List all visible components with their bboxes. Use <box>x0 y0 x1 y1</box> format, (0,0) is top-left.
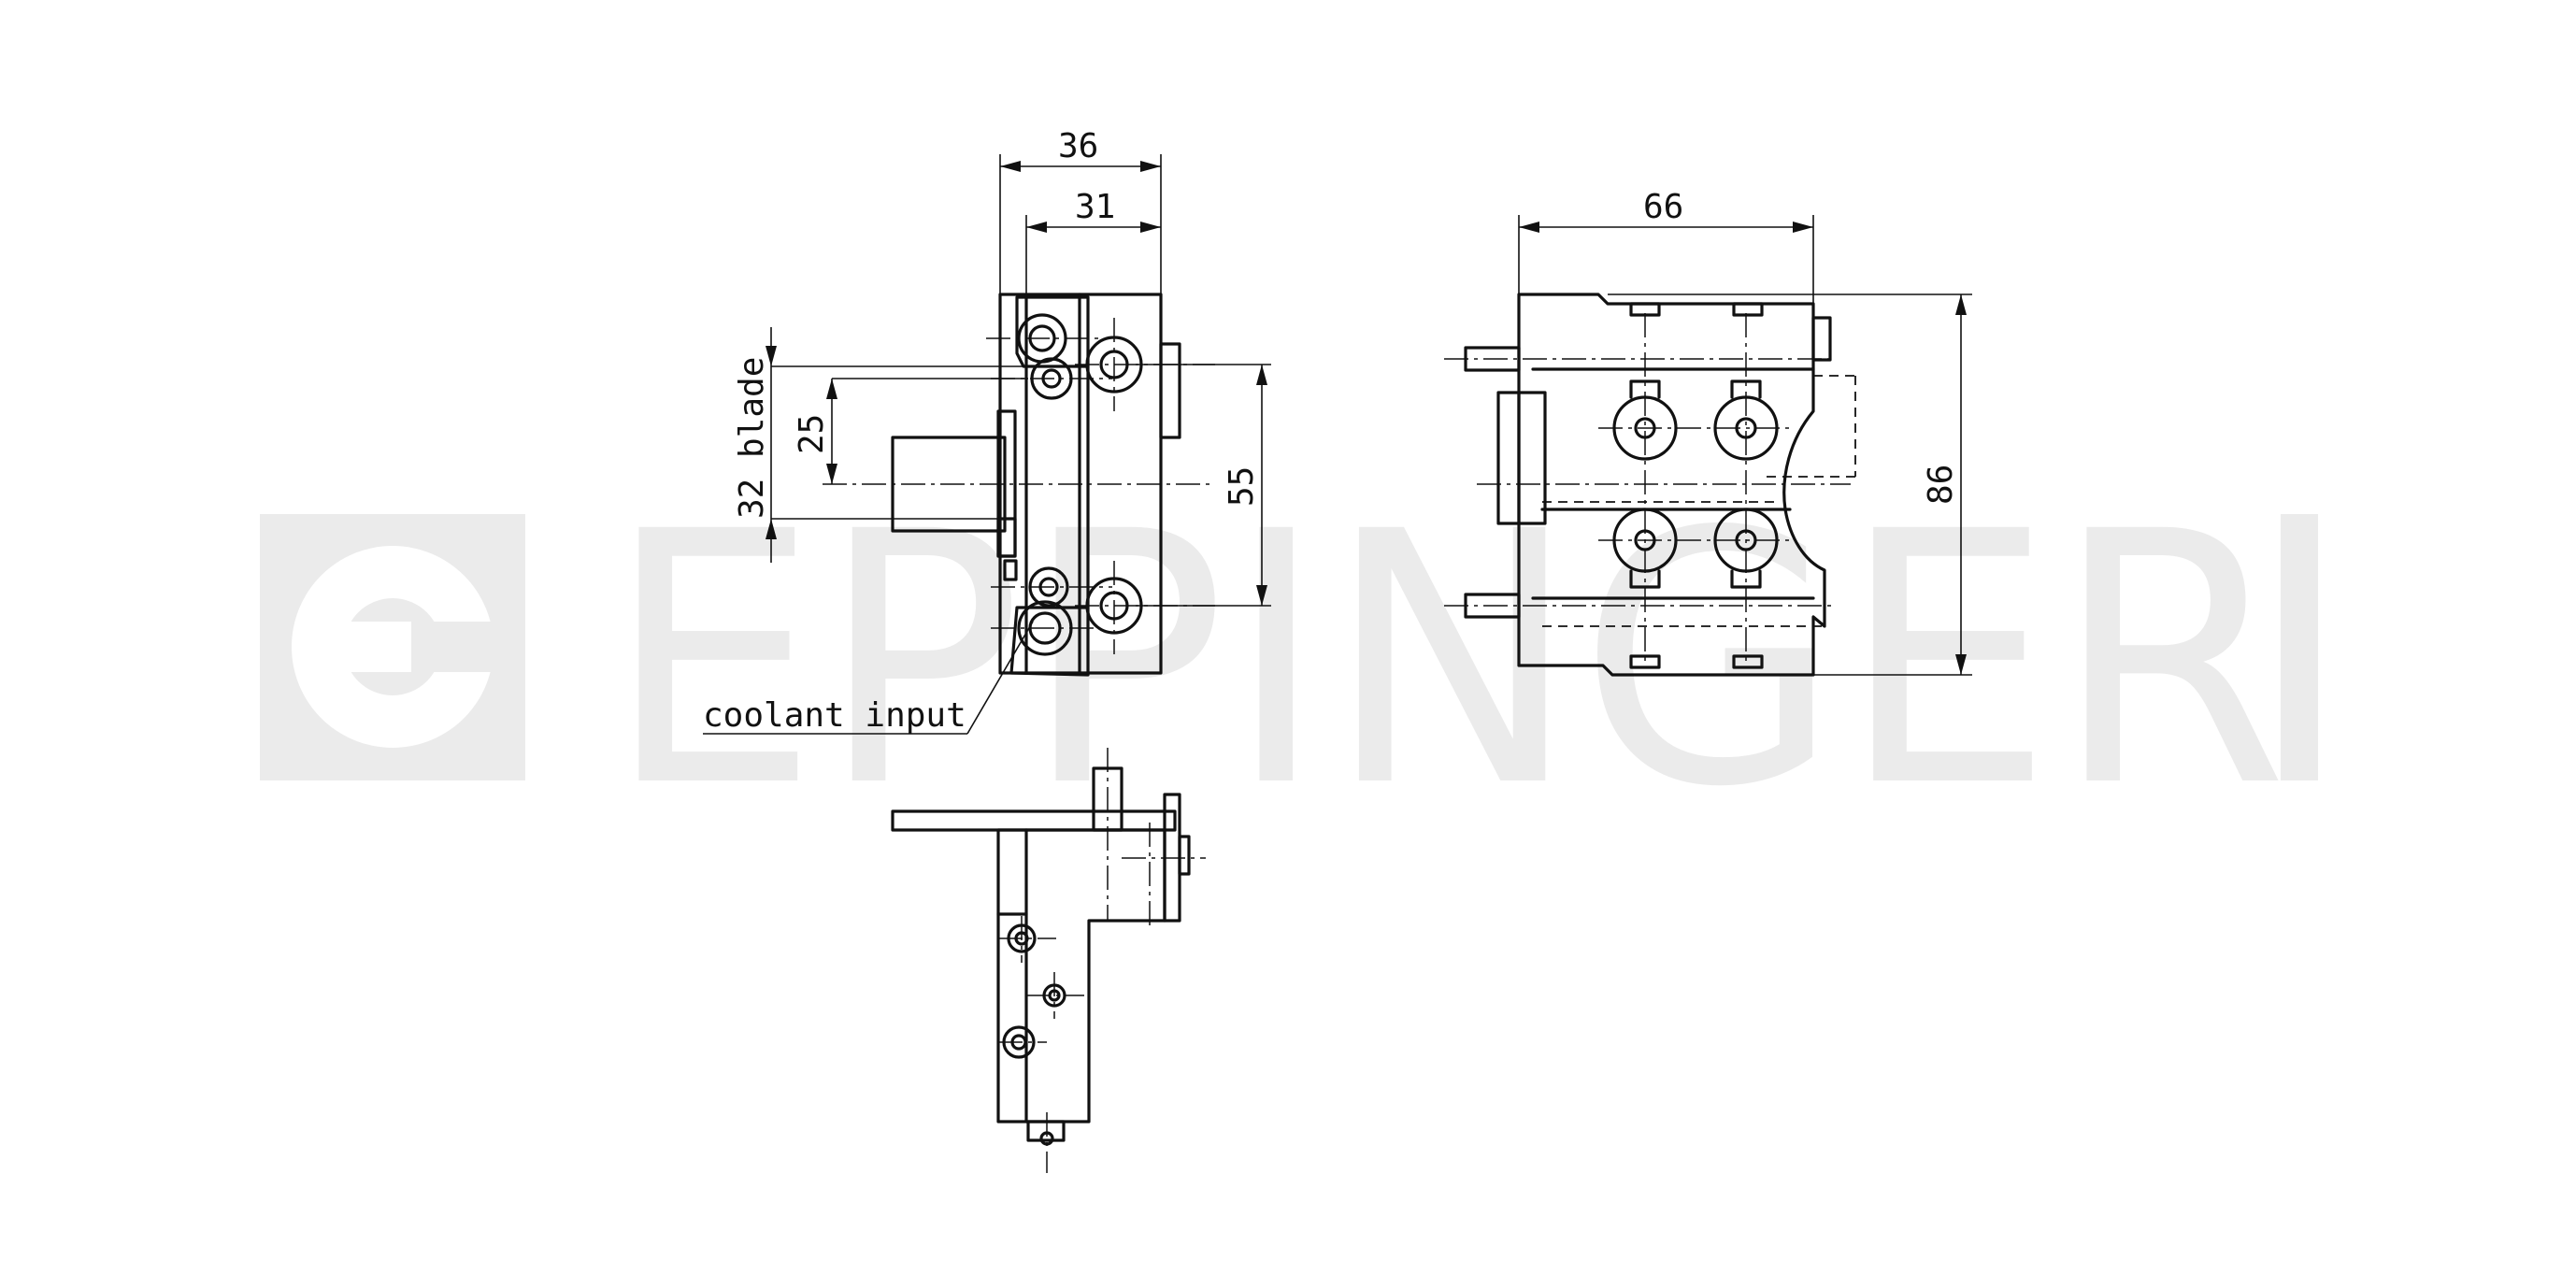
watermark-logo-icon <box>292 546 495 748</box>
watermark-text: EPPINGER <box>606 458 2288 863</box>
dim-32-blade: 32 blade <box>733 357 771 519</box>
side-dimensions: 66 86 <box>1518 188 1972 676</box>
dim-31: 31 <box>1075 188 1115 226</box>
dim-66: 66 <box>1643 188 1683 226</box>
front-dimensions: 36 31 32 blade 25 55 <box>733 127 1271 607</box>
dim-55: 55 <box>1223 466 1261 507</box>
watermark: EPPINGER <box>260 458 2318 863</box>
plan-view <box>891 748 1206 1173</box>
coolant-callout: coolant input <box>703 621 1034 735</box>
side-view <box>1444 293 1856 677</box>
dim-25: 25 <box>793 414 831 454</box>
coolant-label: coolant input <box>703 696 966 735</box>
watermark-box-right <box>2281 514 2318 780</box>
dim-86: 86 <box>1922 465 1960 505</box>
dim-36: 36 <box>1058 127 1098 165</box>
